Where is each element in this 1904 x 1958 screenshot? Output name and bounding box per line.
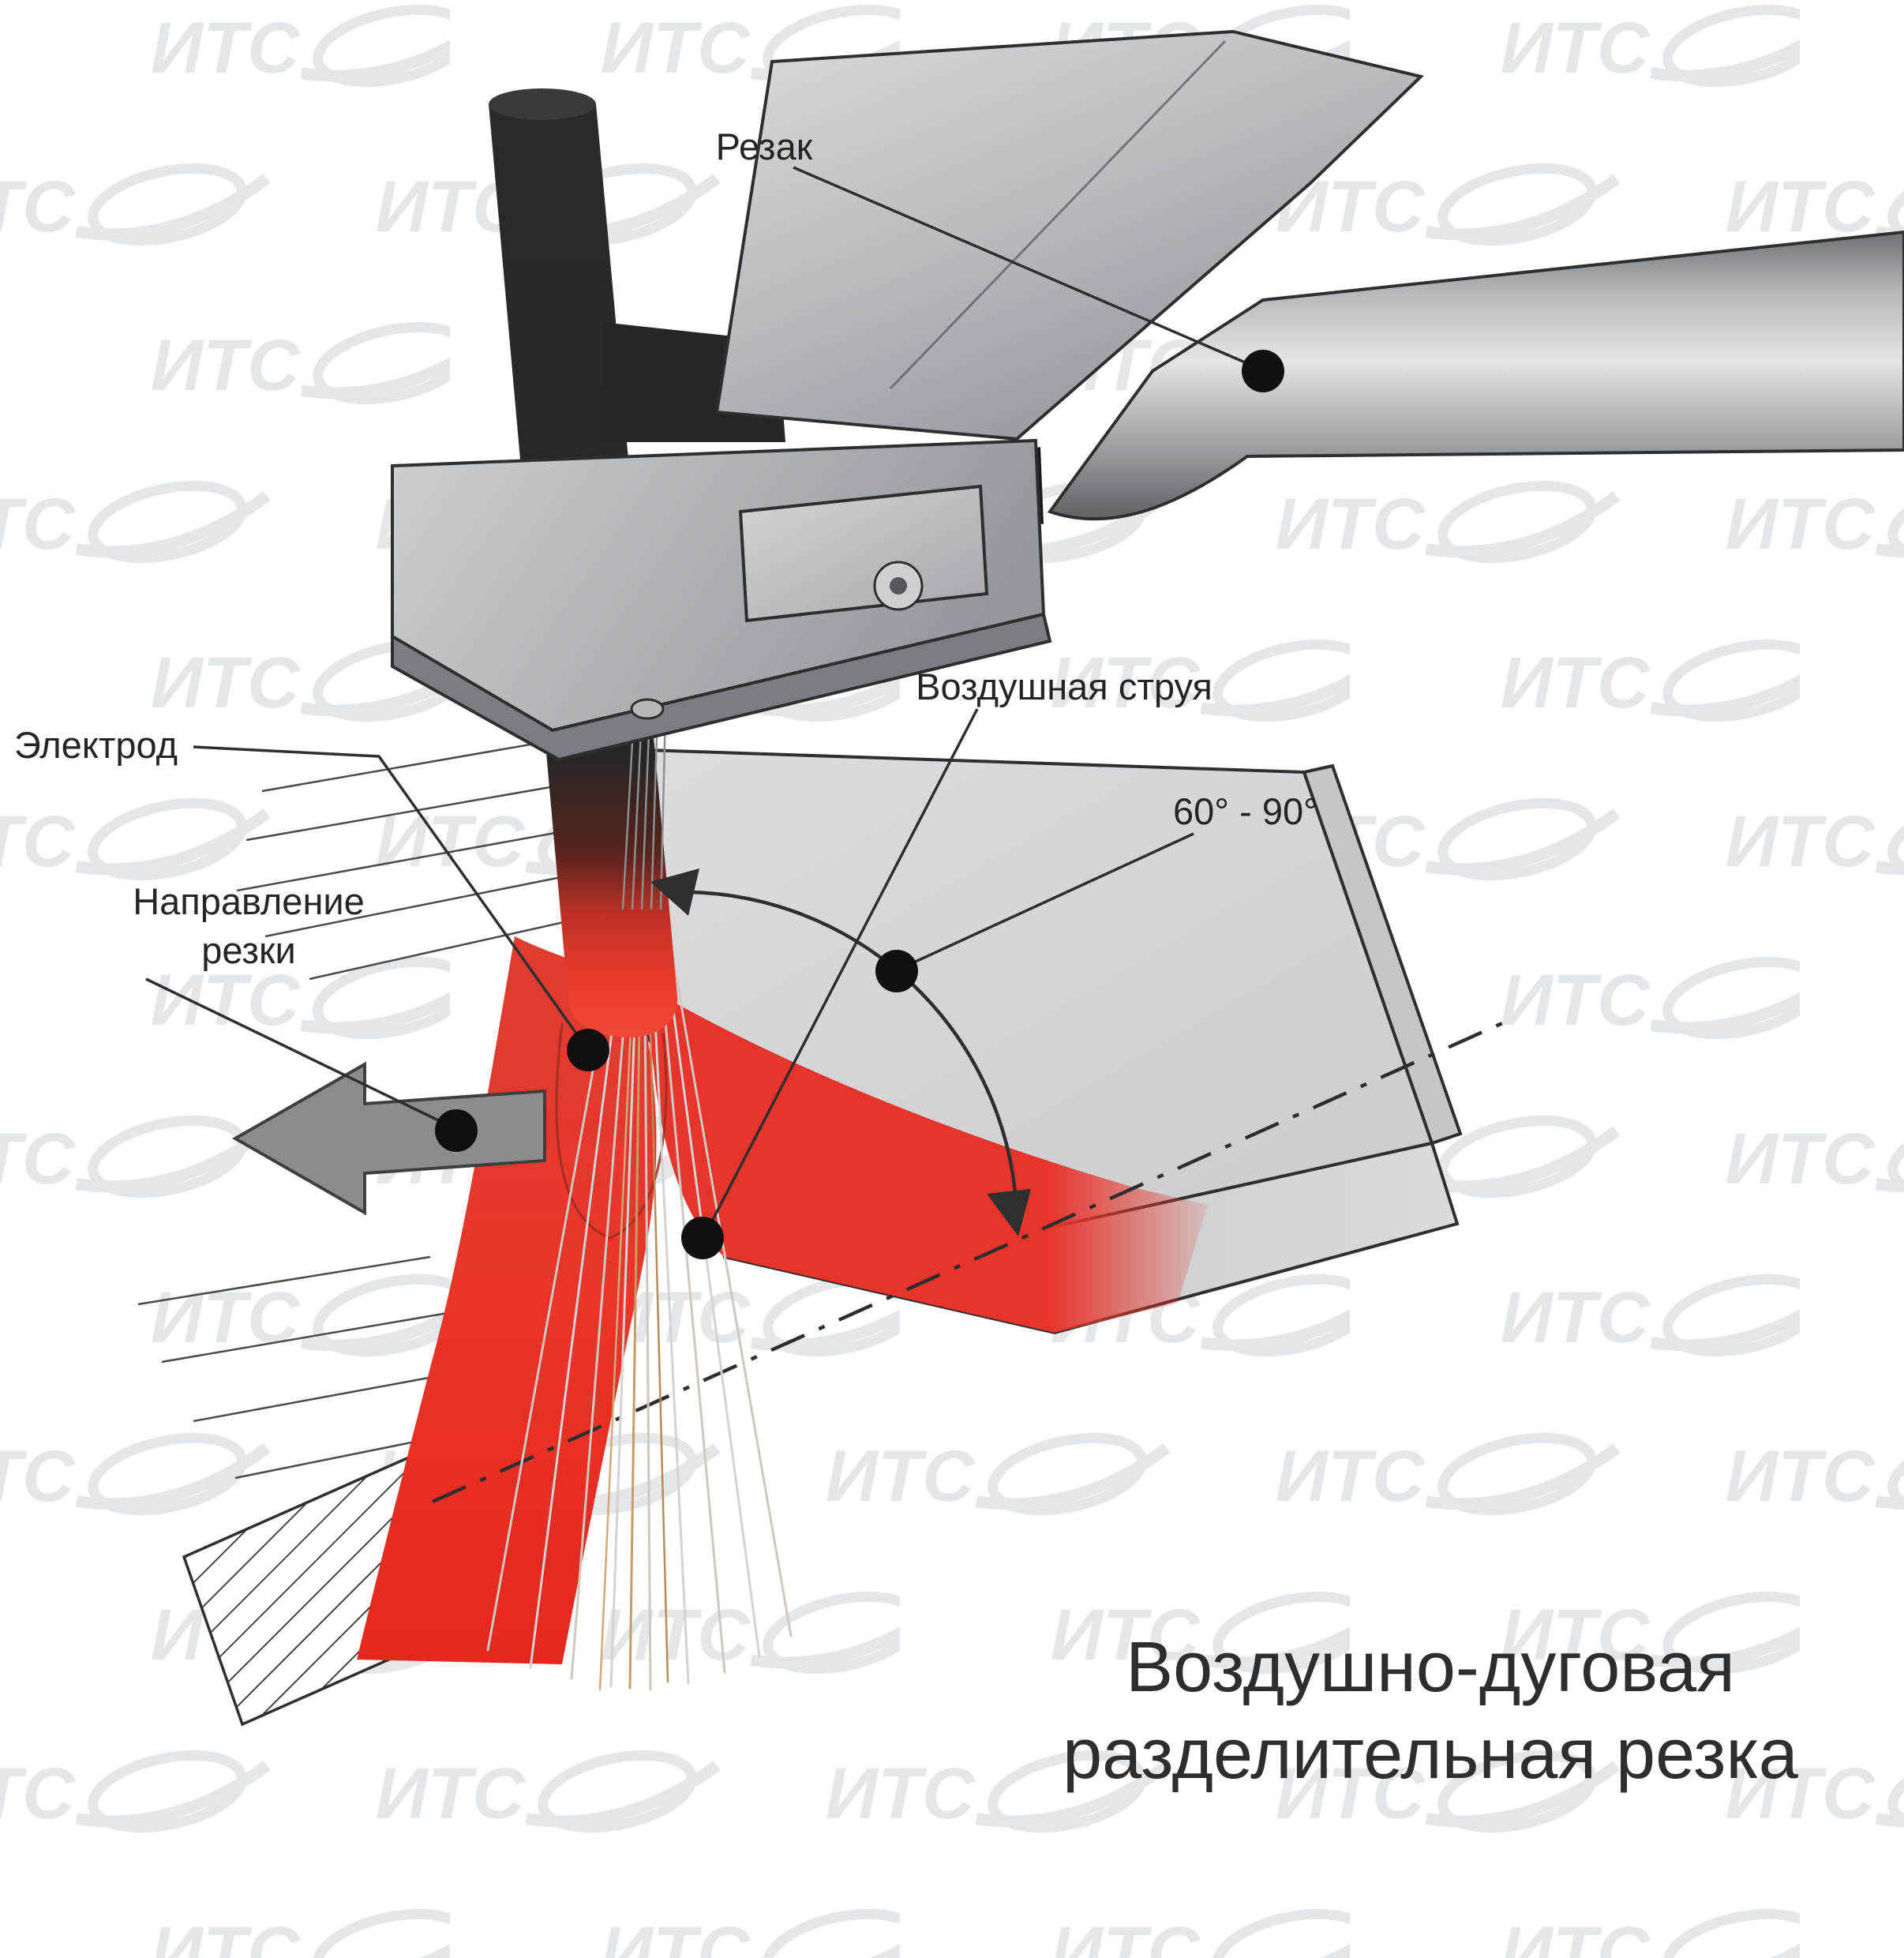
- label-air-jet: Воздушная струя: [916, 666, 1212, 707]
- clamp-block-underside: [391, 612, 1052, 762]
- callout-dot-direction: [435, 1109, 478, 1152]
- callout-line-airjet: [703, 708, 979, 1237]
- title-line-1: Воздушно-дуговая: [1126, 1628, 1735, 1707]
- callout-dot-airjet: [681, 1217, 724, 1259]
- callout-dot-electrode: [567, 1029, 609, 1071]
- label-angle: 60° - 90°: [1173, 790, 1318, 832]
- plate-right-edge: [1302, 763, 1463, 1146]
- callouts: [145, 166, 1284, 1259]
- callout-line-angle: [898, 832, 1194, 971]
- label-electrode: Электрод: [14, 724, 178, 766]
- torch-upper-arm: [714, 29, 1425, 441]
- label-torch: Резак: [716, 126, 813, 167]
- hinge-screw-hole: [890, 577, 907, 595]
- cutting-direction-arrow: [231, 1061, 546, 1216]
- title-line-2: разделительная резка: [1063, 1715, 1799, 1794]
- callout-dot-torch: [1242, 350, 1284, 392]
- plate-surface-sketch-lines: [236, 737, 607, 981]
- diagram-title: Воздушно-дуговая разделительная резка: [1063, 1628, 1799, 1794]
- molten-pool-contour: [555, 1022, 668, 1240]
- diagram-labels: Резак Электрод Направление резки Воздушн…: [14, 126, 1318, 971]
- red-groove-right: [633, 979, 1208, 1333]
- torch-handle-tube: [1047, 230, 1904, 521]
- callout-dot-angle: [875, 950, 918, 992]
- torch-assembly: [391, 29, 1904, 762]
- arc-arrowhead-top: [650, 868, 699, 916]
- hinge-plate: [738, 484, 989, 623]
- molten-metal-zone: [357, 936, 1208, 1664]
- air-jet-upper: [621, 709, 667, 910]
- callout-line-electrode: [193, 745, 590, 1052]
- label-direction-1: Направление: [133, 880, 365, 922]
- label-direction-2: резки: [201, 929, 296, 971]
- callout-line-torch: [793, 166, 1262, 371]
- red-flow-left: [357, 936, 657, 1664]
- arc-arrowhead-bottom: [987, 1189, 1031, 1236]
- cut-axis-line: [432, 1018, 1510, 1504]
- callout-line-direction: [145, 977, 457, 1131]
- air-nozzle: [630, 698, 665, 720]
